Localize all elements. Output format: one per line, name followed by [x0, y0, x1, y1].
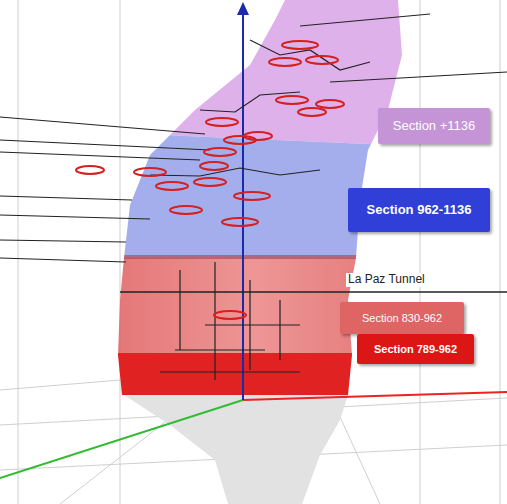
axis-line — [243, 392, 507, 400]
drill-holes — [0, 14, 507, 380]
upper-band — [0, 0, 507, 150]
axes — [0, 2, 507, 478]
lower-body-shell — [124, 395, 348, 504]
middle-band — [0, 128, 507, 258]
drill-hole — [0, 240, 126, 242]
sample-ring — [316, 100, 344, 108]
orebody-bands — [0, 0, 507, 395]
sample-ring — [156, 182, 188, 190]
sample-ring — [298, 108, 326, 116]
sample-ring — [234, 192, 270, 200]
workings — [160, 262, 300, 380]
section-label: Section 789-962 — [374, 343, 457, 356]
axis-line — [0, 400, 243, 478]
sample-ring — [222, 218, 258, 226]
section-callout: Section +1136 — [378, 108, 490, 144]
sample-ring — [282, 41, 318, 49]
drill-hole — [200, 92, 300, 112]
band-edge — [0, 255, 507, 259]
grid-line — [18, 0, 19, 504]
sample-ring — [276, 96, 308, 104]
drill-hole — [0, 215, 150, 219]
sample-ring — [269, 58, 301, 66]
drill-hole — [0, 117, 205, 134]
section-label: Section 962-1136 — [367, 203, 472, 218]
section-label: Section 830-962 — [362, 312, 442, 325]
drill-hole — [0, 196, 132, 200]
section-callout: Section 962-1136 — [348, 188, 490, 232]
sample-ring — [170, 206, 202, 214]
grid-line — [120, 0, 121, 504]
grid-line — [420, 0, 421, 504]
drill-hole — [250, 40, 370, 70]
sample-ring — [204, 148, 236, 156]
drill-hole — [0, 258, 126, 262]
drill-hole — [0, 140, 210, 150]
section-callout: Section 789-962 — [357, 334, 474, 364]
section-label: Section +1136 — [393, 119, 476, 134]
grid-line — [0, 380, 120, 390]
sample-ring — [200, 162, 228, 170]
sample-ring — [134, 168, 166, 176]
section-callout: Section 830-962 — [340, 302, 464, 334]
drill-hole — [0, 152, 200, 160]
drill-hole — [330, 72, 507, 82]
sample-ring — [206, 118, 238, 126]
drill-hole — [150, 168, 320, 176]
sample-ring — [194, 178, 226, 186]
grid-line — [500, 0, 501, 504]
axis-line — [242, 12, 244, 400]
sample-ring — [76, 166, 104, 174]
sample-ring — [306, 56, 338, 64]
sample-ring — [214, 311, 246, 319]
drill-hole — [300, 14, 430, 26]
sample-ring — [244, 132, 272, 140]
axis-arrowhead — [237, 2, 249, 15]
tunnel-line — [120, 291, 507, 293]
sample-rings — [76, 41, 344, 319]
tunnel-label: La Paz Tunnel — [346, 273, 427, 287]
